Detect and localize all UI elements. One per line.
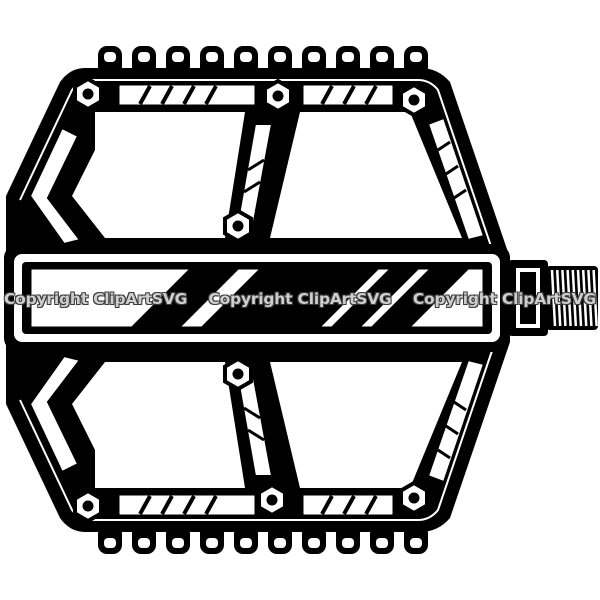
bolt-hole: [408, 492, 420, 504]
thread-line: [561, 269, 567, 327]
frame-rails: [28, 82, 486, 518]
pin-highlight: [410, 538, 422, 548]
thread-line: [550, 269, 557, 327]
thread-line: [592, 269, 598, 327]
pin-highlight: [240, 52, 252, 62]
pin-highlight: [206, 52, 218, 62]
hex-bolts: [73, 76, 429, 524]
pin-highlight: [342, 52, 354, 62]
pin-highlight: [104, 52, 116, 62]
pin-highlight: [308, 52, 320, 62]
pin-highlight: [274, 52, 286, 62]
pin-highlight: [240, 538, 252, 548]
bolt-hole: [266, 494, 278, 506]
pin-highlight: [104, 538, 116, 548]
cage-windows: [72, 112, 462, 488]
thread-line: [581, 269, 588, 327]
pin-highlight: [376, 538, 388, 548]
pin-highlight: [138, 52, 150, 62]
thread-line: [566, 269, 572, 327]
thread-line: [576, 269, 583, 327]
pin-highlight: [138, 538, 150, 548]
pin-highlight: [172, 538, 184, 548]
pedal-spindle: [508, 260, 598, 336]
pin-highlight: [274, 538, 286, 548]
axle-body: [4, 244, 510, 352]
bolt-hole: [272, 90, 284, 102]
thread-line: [555, 269, 562, 327]
bolt-hole: [82, 88, 94, 100]
pin-highlight: [410, 52, 422, 62]
bolt-hole: [82, 500, 94, 512]
bolt-hole: [232, 368, 244, 380]
bolt-hole: [408, 94, 420, 106]
pin-highlight: [206, 538, 218, 548]
thread-line: [571, 269, 578, 327]
pin-highlight: [172, 52, 184, 62]
bolt-hole: [232, 220, 244, 232]
thread-line: [587, 269, 593, 327]
pin-highlight: [376, 52, 388, 62]
pin-highlight: [342, 538, 354, 548]
pin-highlight: [308, 538, 320, 548]
